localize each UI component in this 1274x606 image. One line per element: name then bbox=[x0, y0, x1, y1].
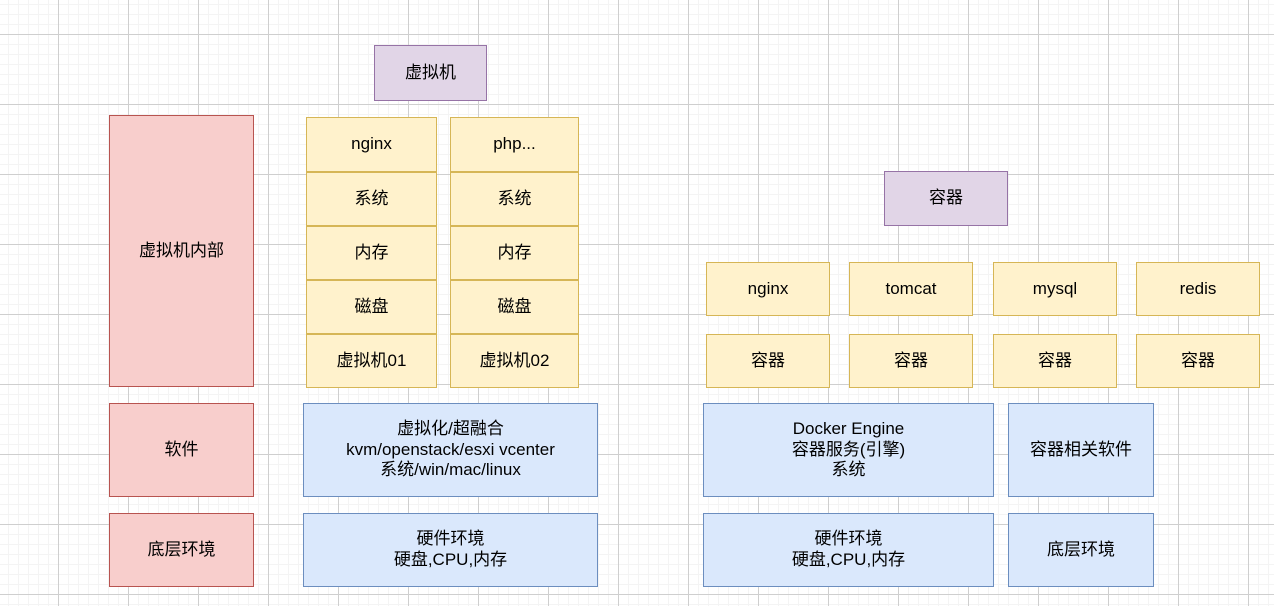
container-app-nginx[interactable]: nginx bbox=[706, 262, 830, 316]
vm1-layer-system[interactable]: 系统 bbox=[306, 172, 437, 226]
vm-section-title[interactable]: 虚拟机 bbox=[374, 45, 487, 101]
virtualization-platform-box[interactable]: 虚拟化/超融合 kvm/openstack/esxi vcenter 系统/wi… bbox=[303, 403, 598, 497]
container-app-mysql[interactable]: mysql bbox=[993, 262, 1117, 316]
vm1-layer-memory[interactable]: 内存 bbox=[306, 226, 437, 280]
container-box-3[interactable]: 容器 bbox=[993, 334, 1117, 388]
legend-container-software[interactable]: 容器相关软件 bbox=[1008, 403, 1154, 497]
legend-vm-internal[interactable]: 虚拟机内部 bbox=[109, 115, 254, 387]
left-hardware-environment-box[interactable]: 硬件环境 硬盘,CPU,内存 bbox=[303, 513, 598, 587]
docker-engine-box[interactable]: Docker Engine 容器服务(引擎) 系统 bbox=[703, 403, 994, 497]
vm2-layer-system[interactable]: 系统 bbox=[450, 172, 579, 226]
vm2-layer-name[interactable]: 虚拟机02 bbox=[450, 334, 579, 388]
vm1-layer-app[interactable]: nginx bbox=[306, 117, 437, 172]
legend-software[interactable]: 软件 bbox=[109, 403, 254, 497]
legend-right-base-environment[interactable]: 底层环境 bbox=[1008, 513, 1154, 587]
container-box-2[interactable]: 容器 bbox=[849, 334, 973, 388]
legend-base-environment[interactable]: 底层环境 bbox=[109, 513, 254, 587]
right-hardware-environment-box[interactable]: 硬件环境 硬盘,CPU,内存 bbox=[703, 513, 994, 587]
container-app-tomcat[interactable]: tomcat bbox=[849, 262, 973, 316]
vm2-layer-memory[interactable]: 内存 bbox=[450, 226, 579, 280]
container-section-title[interactable]: 容器 bbox=[884, 171, 1008, 226]
vm2-layer-app[interactable]: php... bbox=[450, 117, 579, 172]
vm2-layer-disk[interactable]: 磁盘 bbox=[450, 280, 579, 334]
container-box-4[interactable]: 容器 bbox=[1136, 334, 1260, 388]
vm1-layer-name[interactable]: 虚拟机01 bbox=[306, 334, 437, 388]
container-box-1[interactable]: 容器 bbox=[706, 334, 830, 388]
container-app-redis[interactable]: redis bbox=[1136, 262, 1260, 316]
vm1-layer-disk[interactable]: 磁盘 bbox=[306, 280, 437, 334]
